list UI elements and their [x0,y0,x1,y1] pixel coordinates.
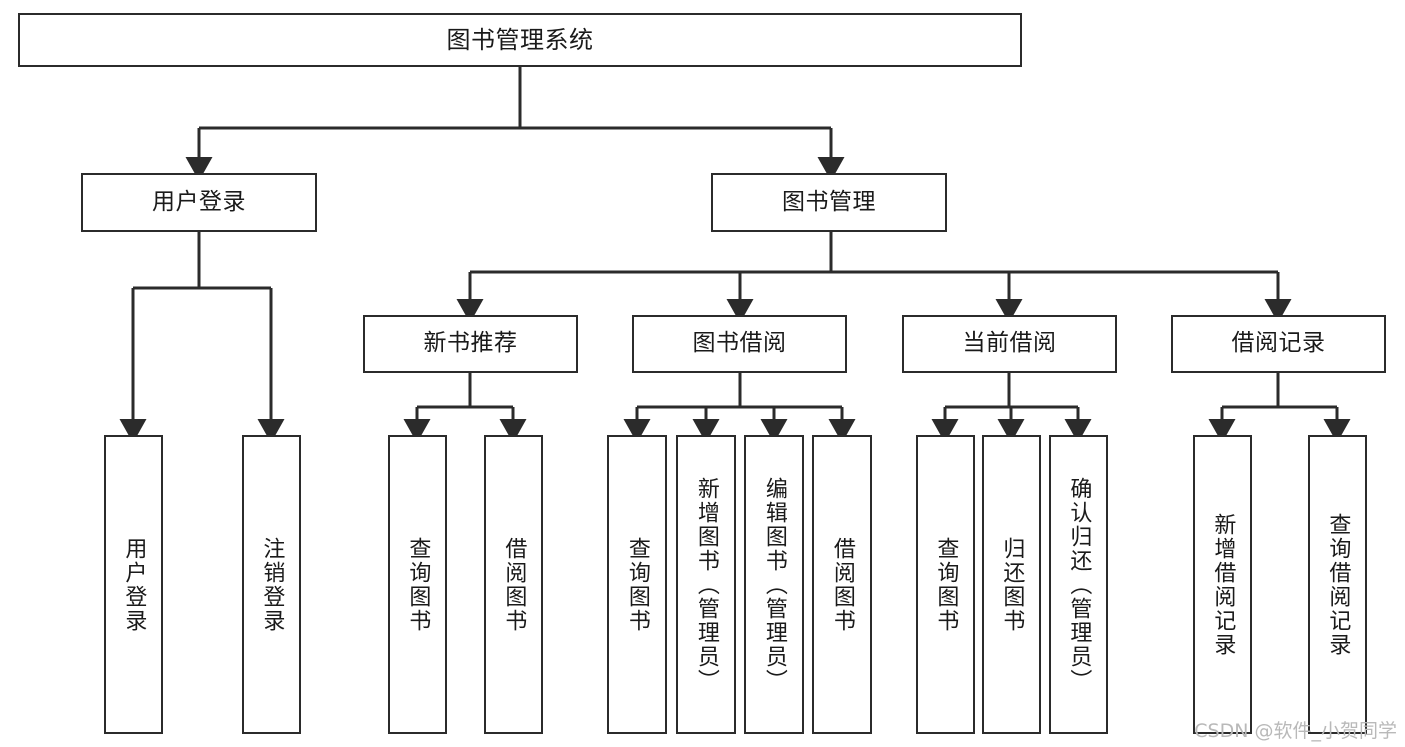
node-label: 查询图书 [624,536,650,633]
node-label: 新增图书（管理员） [693,476,719,693]
node-label: 查询借阅记录 [1325,512,1351,657]
node-label: 注销登录 [259,536,285,633]
node-label: 归还图书 [999,536,1025,633]
node-borrowing-records[interactable]: 借阅记录 [1171,315,1386,373]
csdn-watermark: CSDN @软件_小贺同学 [1194,720,1397,742]
leaf-return-book[interactable]: 归还图书 [982,435,1041,734]
node-book-management[interactable]: 图书管理 [711,173,947,232]
node-current-borrowing[interactable]: 当前借阅 [902,315,1117,373]
node-label: 确认归还（管理员） [1066,476,1092,693]
node-label: 查询图书 [405,536,431,633]
leaf-query-book-newbook[interactable]: 查询图书 [388,435,447,734]
leaf-edit-book-admin[interactable]: 编辑图书（管理员） [744,435,804,734]
node-user-login[interactable]: 用户登录 [81,173,317,232]
node-label: 图书管理系统 [446,25,594,54]
leaf-add-borrow-record[interactable]: 新增借阅记录 [1193,435,1252,734]
leaf-query-borrow-record[interactable]: 查询借阅记录 [1308,435,1367,734]
node-label: 借阅记录 [1231,330,1326,357]
leaf-confirm-return-admin[interactable]: 确认归还（管理员） [1049,435,1108,734]
node-label: 编辑图书（管理员） [761,476,787,693]
node-root-book-management-system[interactable]: 图书管理系统 [18,13,1022,67]
leaf-user-login[interactable]: 用户登录 [104,435,163,734]
node-label: 图书管理 [782,188,876,215]
node-label: 用户登录 [121,536,147,633]
node-label: 借阅图书 [501,536,527,633]
leaf-query-book-current[interactable]: 查询图书 [916,435,975,734]
node-label: 新书推荐 [423,330,518,357]
node-book-borrowing[interactable]: 图书借阅 [632,315,847,373]
leaf-query-book-borrow[interactable]: 查询图书 [607,435,667,734]
node-label: 图书借阅 [692,330,787,357]
leaf-borrow-book-newbook[interactable]: 借阅图书 [484,435,543,734]
leaf-add-book-admin[interactable]: 新增图书（管理员） [676,435,736,734]
node-label: 借阅图书 [829,536,855,633]
node-new-book-recommendation[interactable]: 新书推荐 [363,315,578,373]
node-label: 查询图书 [933,536,959,633]
node-label: 当前借阅 [962,330,1057,357]
node-label: 用户登录 [152,188,246,215]
node-label: 新增借阅记录 [1210,512,1236,657]
leaf-lend-book[interactable]: 借阅图书 [812,435,872,734]
leaf-logout[interactable]: 注销登录 [242,435,301,734]
